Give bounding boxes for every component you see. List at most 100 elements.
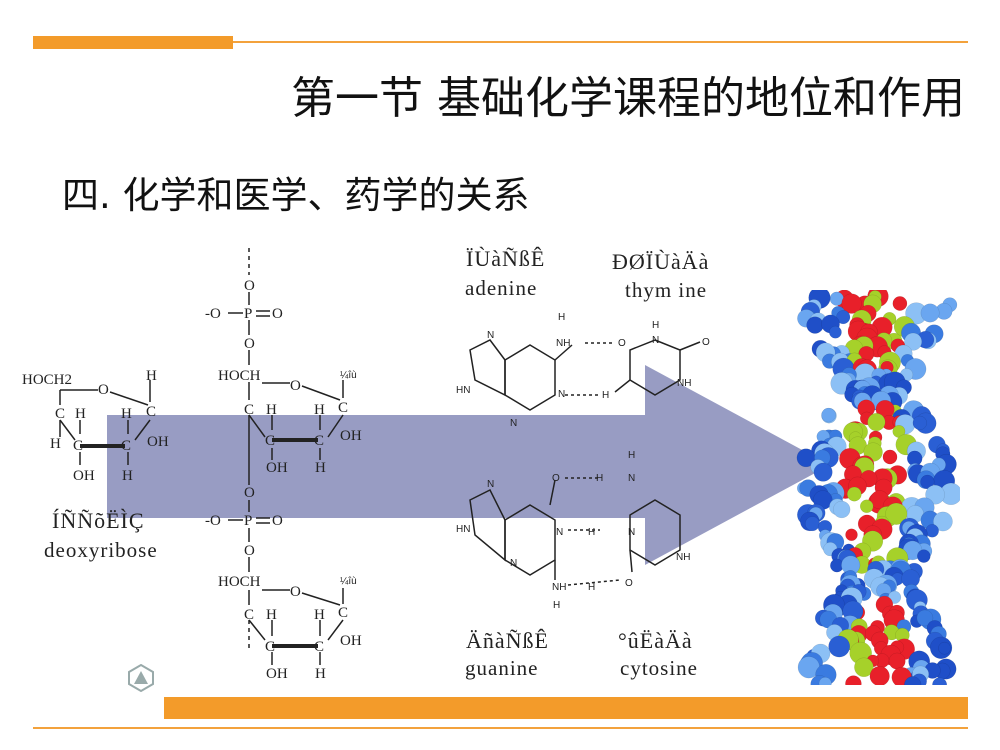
atom-oh: OH <box>340 633 362 649</box>
adenine-thymine-pair <box>469 339 701 411</box>
atom-n: N <box>510 418 517 429</box>
atom-o: O <box>290 584 301 600</box>
atom-h: H <box>75 406 86 422</box>
atom-o: O <box>618 338 626 349</box>
top-accent-bar <box>33 36 233 49</box>
atom-hoch2: HOCH2 <box>22 372 72 388</box>
base-note: ¼îù <box>340 575 357 587</box>
atom-h: H <box>314 402 325 418</box>
helix-atom <box>804 516 820 532</box>
cytosine-label: cytosine <box>620 656 698 680</box>
atom-o: O <box>98 382 109 398</box>
atom-n: N <box>628 527 635 538</box>
helix-atom <box>932 677 948 685</box>
helix-atom <box>920 474 935 490</box>
atom-c: C <box>314 433 324 449</box>
atom-h: H <box>122 468 133 484</box>
helix-atom <box>885 502 908 525</box>
bottom-accent-bar <box>164 697 968 719</box>
backbone-structure <box>228 248 344 665</box>
dna-helix-image <box>796 290 960 685</box>
atom-n: N <box>487 330 494 341</box>
helix-atom <box>854 657 874 678</box>
atom-nh: NH <box>552 582 566 593</box>
atom-o: O <box>552 473 560 484</box>
helix-atom <box>829 325 842 339</box>
atom-n: N <box>487 479 494 490</box>
atom-oh: OH <box>266 666 288 682</box>
deoxyribose-label: deoxyribose <box>44 538 158 562</box>
atom-c: C <box>244 607 254 623</box>
helix-atom <box>882 449 898 465</box>
atom-n: N <box>558 389 565 400</box>
atom-hn: HN <box>456 385 470 396</box>
guanine-label: guanine <box>465 656 539 680</box>
atom-n: N <box>510 558 517 569</box>
helix-atom <box>867 413 886 432</box>
guanine-garbled-label: ÄñàÑßÊ <box>466 628 549 653</box>
atom-c: C <box>244 402 254 418</box>
thymine-garbled-label: ÐØÏÙàÄà <box>612 249 710 274</box>
helix-atom <box>846 486 862 502</box>
atom-nh: NH <box>556 338 570 349</box>
atom-hoch: HOCH <box>218 368 261 384</box>
atom-oh: OH <box>73 468 95 484</box>
atom-h: H <box>266 607 277 623</box>
atom-c: C <box>265 639 275 655</box>
guanine-cytosine-pair <box>469 477 681 586</box>
atom-h: H <box>121 406 132 422</box>
atom-oh: OH <box>266 460 288 476</box>
atom-p: P <box>244 306 252 322</box>
atom-c: C <box>55 406 65 422</box>
big-arrow <box>107 365 830 565</box>
atom-h: H <box>652 320 659 331</box>
atom-o: O <box>272 513 283 529</box>
slide-title: 第一节 基础化学课程的地位和作用 <box>291 73 965 124</box>
helix-atom <box>845 675 862 685</box>
atom-c: C <box>338 400 348 416</box>
atom-c: C <box>121 438 131 454</box>
atom-nh: NH <box>677 378 691 389</box>
helix-atom <box>806 316 824 334</box>
atom-hn: HN <box>456 524 470 535</box>
atom-h: H <box>146 368 157 384</box>
helix-atom <box>841 293 862 314</box>
atom-nh: NH <box>676 552 690 563</box>
atom-o: O <box>244 336 255 352</box>
helix-atom <box>833 500 851 519</box>
helix-atom <box>818 676 832 685</box>
atom-n: N <box>652 335 659 346</box>
atom-minus-o: -O <box>205 306 221 322</box>
cytosine-garbled-label: °ûËàÄà <box>618 628 693 653</box>
slide-subtitle: 四. 化学和医学、药学的关系 <box>62 174 530 217</box>
helix-atom <box>869 666 890 685</box>
atom-o: O <box>244 485 255 501</box>
atom-o: O <box>625 578 633 589</box>
adenine-label: adenine <box>465 276 538 300</box>
helix-atoms <box>796 290 960 685</box>
atom-h: H <box>315 460 326 476</box>
helix-atom <box>859 499 874 514</box>
atom-h: H <box>588 527 595 538</box>
helix-atom <box>828 635 851 658</box>
helix-atom <box>892 296 908 311</box>
atom-o: O <box>244 543 255 559</box>
helix-atom <box>933 511 953 532</box>
atom-p: P <box>244 513 252 529</box>
helix-atom <box>920 303 940 323</box>
deoxyribose-garbled-label: ÍÑÑõËÌÇ <box>52 508 145 533</box>
atom-oh: OH <box>147 434 169 450</box>
atom-h: H <box>553 600 560 611</box>
atom-oh: OH <box>340 428 362 444</box>
atom-h: H <box>628 450 635 461</box>
atom-o: O <box>290 378 301 394</box>
atom-h: H <box>314 607 325 623</box>
helix-atom <box>888 652 906 670</box>
atom-h: H <box>266 402 277 418</box>
atom-o: O <box>244 278 255 294</box>
atom-h: H <box>596 473 603 484</box>
atom-o: O <box>272 306 283 322</box>
logo-icon <box>128 664 154 692</box>
